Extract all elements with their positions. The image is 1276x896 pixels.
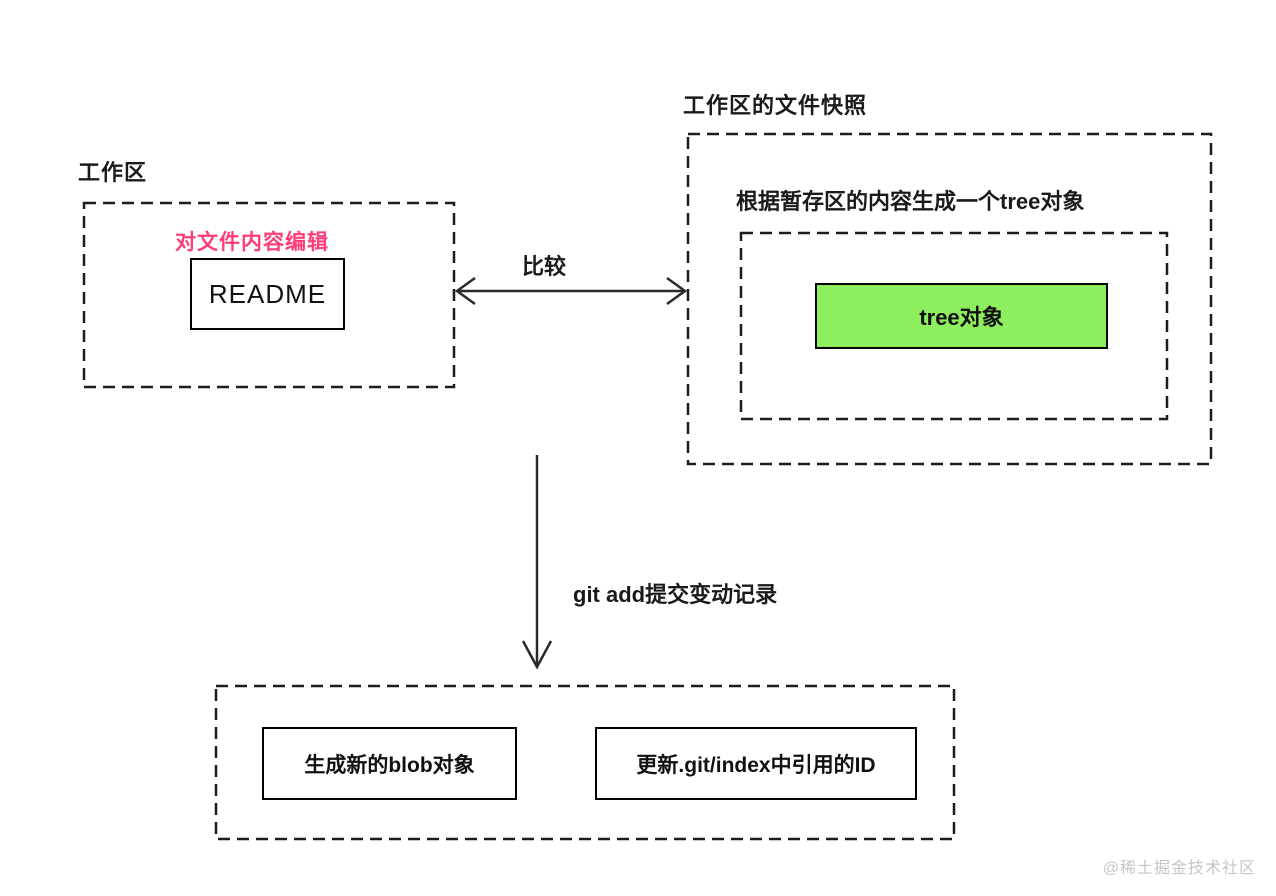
workspace-edit-note: 对文件内容编辑 [175,231,329,254]
git-add-down-arrow-icon [521,455,553,670]
blob-object-label: 生成新的blob对象 [304,753,475,777]
readme-file-box: README [190,258,345,330]
compare-double-arrow-icon [454,276,688,306]
index-update-box: 更新.git/index中引用的ID [595,727,917,800]
tree-object-label: tree对象 [919,305,1004,330]
readme-file-label: README [208,278,327,309]
workspace-title: 工作区 [78,160,148,185]
git-add-arrow-label: git add提交变动记录 [573,582,778,607]
snapshot-description: 根据暂存区的内容生成一个tree对象 [736,189,1085,214]
snapshot-title: 工作区的文件快照 [683,93,868,118]
blob-object-box: 生成新的blob对象 [262,727,517,800]
index-update-label: 更新.git/index中引用的ID [636,753,876,777]
tree-object-box: tree对象 [815,283,1108,349]
juejin-watermark: @稀土掘金技术社区 [1102,860,1256,877]
compare-arrow-label: 比较 [522,254,567,279]
